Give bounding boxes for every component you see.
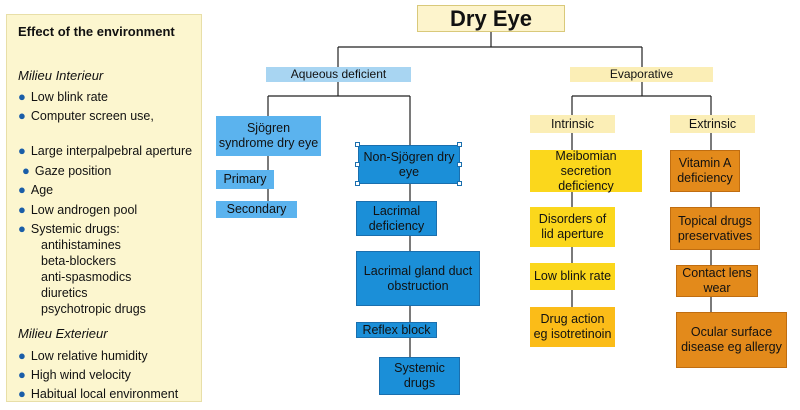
meibomian-node: Meibomian secretion deficiency bbox=[530, 149, 642, 193]
list-item: ●Low blink rate bbox=[18, 89, 108, 104]
ocular-surface-node: Ocular surface disease eg allergy bbox=[676, 312, 787, 368]
vitamin-a-node: Vitamin A deficiency bbox=[670, 150, 740, 192]
secondary-node: Secondary bbox=[216, 201, 297, 218]
list-item: ●High wind velocity bbox=[18, 367, 131, 382]
drug-action-node: Drug action eg isotretinoin bbox=[530, 307, 615, 347]
lacrimal-gland-duct-node: Lacrimal gland duct obstruction bbox=[356, 251, 480, 306]
lacrimal-deficiency-node: Lacrimal deficiency bbox=[356, 201, 437, 236]
bullet-icon: ● bbox=[18, 348, 26, 363]
milieu-exterieur-label: Milieu Exterieur bbox=[18, 326, 108, 341]
list-item: ●Large interpalpebral aperture bbox=[18, 143, 193, 158]
selection-handle bbox=[457, 142, 462, 147]
bullet-icon: ● bbox=[18, 386, 26, 401]
list-item: ●Low relative humidity bbox=[18, 348, 148, 363]
list-item: ●Computer screen use, bbox=[18, 108, 154, 123]
intrinsic-node: Intrinsic bbox=[530, 115, 615, 133]
contact-lens-node: Contact lens wear bbox=[676, 265, 758, 297]
low-blink-rate-node: Low blink rate bbox=[530, 263, 615, 290]
bullet-icon: ● bbox=[18, 108, 26, 123]
bullet-icon: ● bbox=[18, 143, 26, 158]
bullet-icon: ● bbox=[18, 202, 26, 217]
drug-item: anti-spasmodics bbox=[41, 270, 132, 284]
drug-item: psychotropic drugs bbox=[41, 302, 146, 316]
lid-aperture-node: Disorders of lid aperture bbox=[530, 207, 615, 247]
diagram-title: Dry Eye bbox=[417, 5, 565, 32]
bullet-icon: ● bbox=[18, 182, 26, 197]
topical-drugs-node: Topical drugs preservatives bbox=[670, 207, 760, 250]
evaporative-node: Evaporative bbox=[570, 67, 713, 82]
bullet-icon: ● bbox=[18, 89, 26, 104]
drug-item: antihistamines bbox=[41, 238, 121, 252]
selection-handle bbox=[355, 162, 360, 167]
bullet-icon: ● bbox=[18, 221, 26, 236]
bullet-icon: ● bbox=[18, 367, 26, 382]
drug-item: beta-blockers bbox=[41, 254, 117, 268]
panel-heading: Effect of the environment bbox=[18, 24, 175, 39]
bullet-icon: ● bbox=[22, 163, 30, 178]
systemic-drugs-node: Systemic drugs bbox=[379, 357, 460, 395]
sjogren-node: Sjögren syndrome dry eye bbox=[216, 116, 321, 156]
non-sjogren-node: Non-Sjögren dry eye bbox=[358, 145, 460, 184]
extrinsic-node: Extrinsic bbox=[670, 115, 755, 133]
list-item: ●Habitual local environment bbox=[18, 386, 179, 401]
primary-node: Primary bbox=[216, 170, 274, 189]
reflex-block-node: Reflex block bbox=[356, 322, 437, 338]
list-item: ●Systemic drugs: bbox=[18, 221, 120, 236]
list-item: ●Gaze position bbox=[22, 163, 112, 178]
milieu-interieur-label: Milieu Interieur bbox=[18, 68, 104, 83]
selection-handle bbox=[457, 162, 462, 167]
selection-handle bbox=[457, 181, 462, 186]
selection-handle bbox=[355, 181, 360, 186]
aqueous-deficient-node: Aqueous deficient bbox=[266, 67, 411, 82]
selection-handle bbox=[355, 142, 360, 147]
list-item: ●Low androgen pool bbox=[18, 202, 138, 217]
drug-item: diuretics bbox=[41, 286, 88, 300]
list-item: ●Age bbox=[18, 182, 54, 197]
environment-panel: Effect of the environment Milieu Interie… bbox=[6, 14, 202, 402]
